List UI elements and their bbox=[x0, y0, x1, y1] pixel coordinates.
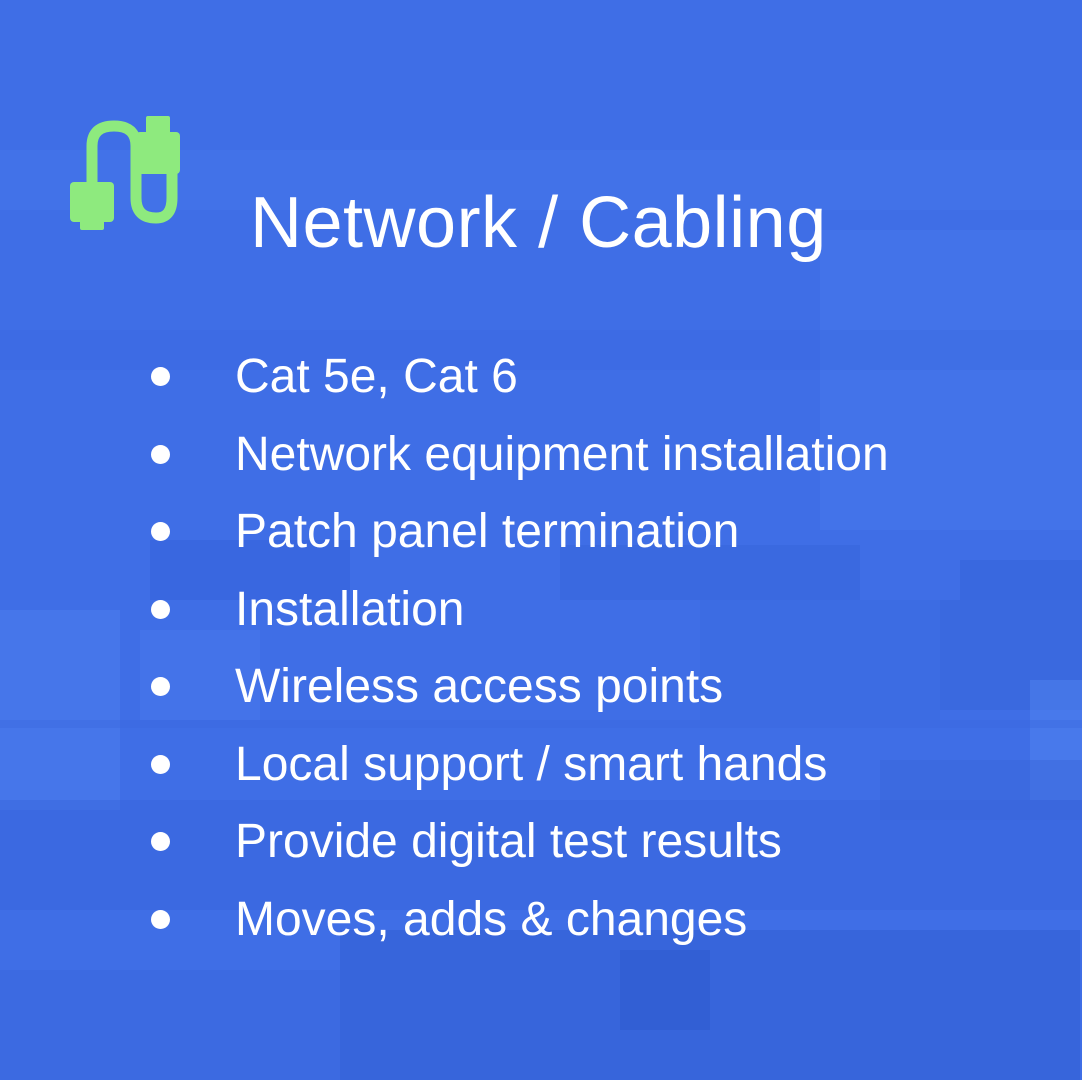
list-item-label: Network equipment installation bbox=[235, 427, 889, 481]
bullet-icon bbox=[151, 444, 170, 464]
network-cable-icon bbox=[70, 116, 180, 230]
list-item: Local support / smart hands bbox=[0, 726, 1082, 804]
list-item: Cat 5e, Cat 6 bbox=[0, 338, 1082, 416]
list-item-label: Wireless access points bbox=[235, 660, 724, 713]
list-item: Installation bbox=[0, 571, 1082, 649]
list-item: Provide digital test results bbox=[0, 803, 1082, 881]
services-list: Cat 5e, Cat 6 Network equipment installa… bbox=[0, 338, 1082, 958]
list-item-label: Moves, adds & changes bbox=[235, 892, 748, 946]
bullet-icon bbox=[151, 522, 170, 541]
list-item: Wireless access points bbox=[0, 648, 1082, 726]
bullet-icon bbox=[151, 367, 170, 386]
bullet-icon bbox=[151, 754, 170, 774]
page-title: Network / Cabling bbox=[250, 183, 827, 263]
list-item-label: Local support / smart hands bbox=[235, 737, 828, 791]
list-item: Moves, adds & changes bbox=[0, 881, 1082, 959]
bullet-icon bbox=[151, 677, 170, 696]
list-item-label: Patch panel termination bbox=[235, 505, 740, 558]
list-item: Patch panel termination bbox=[0, 493, 1082, 571]
bullet-icon bbox=[151, 909, 170, 929]
list-item: Network equipment installation bbox=[0, 416, 1082, 494]
bullet-icon bbox=[151, 832, 170, 851]
list-item-label: Installation bbox=[235, 582, 465, 636]
bullet-icon bbox=[151, 599, 170, 619]
list-item-label: Cat 5e, Cat 6 bbox=[235, 350, 518, 403]
list-item-label: Provide digital test results bbox=[235, 815, 782, 868]
